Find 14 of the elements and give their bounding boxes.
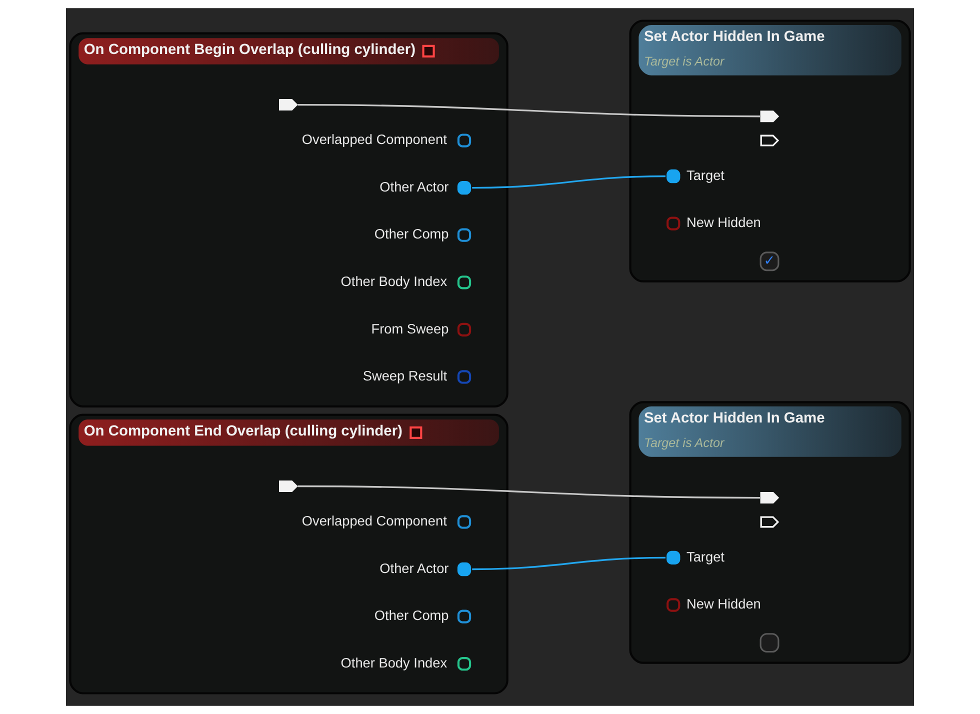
node-label: Other Body Index [340, 655, 448, 670]
node-label: Other Comp [374, 608, 449, 624]
node-label: Target [686, 549, 724, 564]
node-label: New Hidden [686, 596, 761, 612]
node-label: Other Comp [374, 226, 449, 242]
node-label: Sweep Result [362, 368, 448, 384]
node-label: Overlapped Component [302, 514, 447, 529]
node-label: Other Body Index [340, 274, 448, 289]
node-label: New Hidden [686, 215, 761, 230]
node-label: From Sweep [371, 321, 449, 336]
node-label: Other Actor [380, 179, 449, 194]
node-label: Target [686, 168, 724, 183]
node-label: Other Actor [380, 560, 449, 576]
node-label: Overlapped Component [302, 132, 447, 148]
